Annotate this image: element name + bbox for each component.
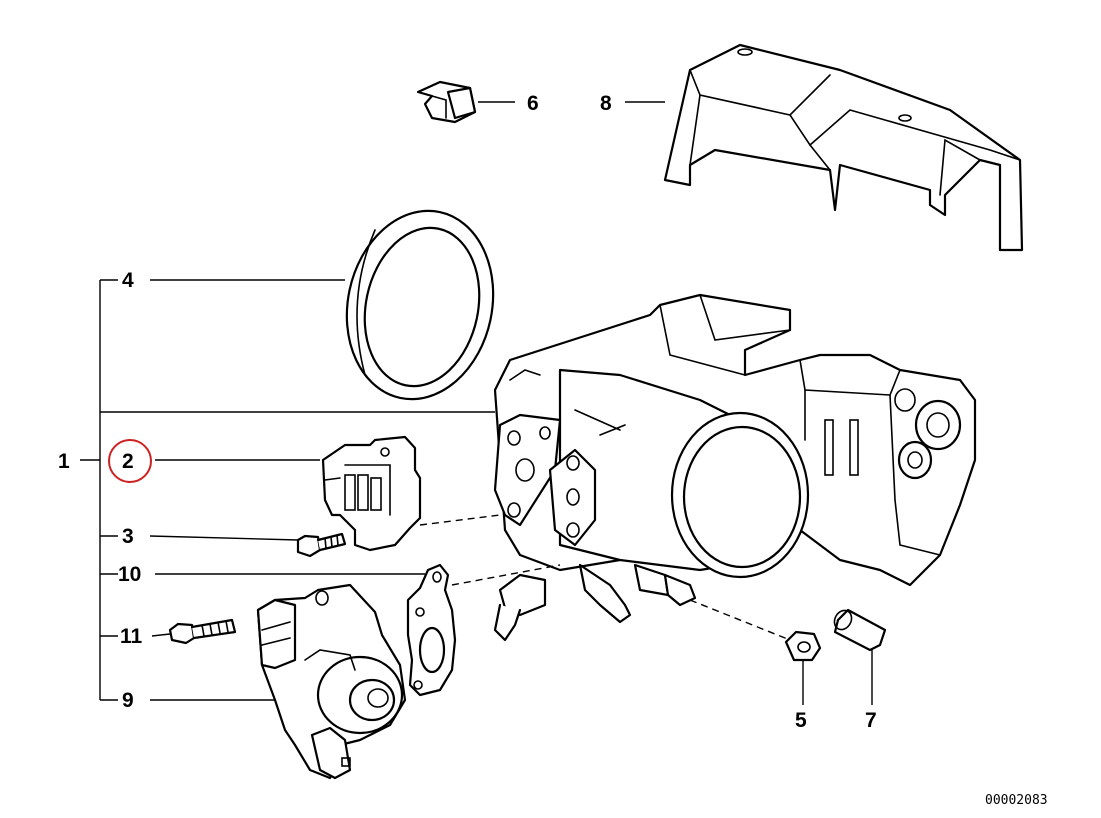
part-6-clip[interactable] [416, 80, 477, 124]
throttle-housing[interactable] [493, 293, 977, 642]
callout-5[interactable]: 5 [795, 709, 807, 732]
part-10-gasket[interactable] [406, 563, 457, 697]
callout-6[interactable]: 6 [527, 92, 539, 115]
callout-2[interactable]: 2 [122, 450, 134, 473]
callout-1[interactable]: 1 [58, 450, 70, 473]
part-3-bolt[interactable] [296, 532, 347, 558]
highlight-circle [108, 439, 152, 483]
part-9-valve[interactable] [256, 583, 407, 780]
callout-4[interactable]: 4 [122, 269, 134, 292]
callout-10[interactable]: 10 [118, 563, 141, 586]
part-11-screw[interactable] [168, 618, 237, 645]
part-2-sensor[interactable] [321, 435, 422, 552]
callout-3[interactable]: 3 [122, 525, 134, 548]
part-4-ring[interactable] [330, 197, 510, 413]
part-8-cover[interactable] [663, 43, 1024, 252]
leader-lines [80, 101, 873, 705]
callout-11[interactable]: 11 [120, 625, 143, 648]
callout-7[interactable]: 7 [865, 709, 877, 732]
callout-9[interactable]: 9 [122, 689, 134, 712]
callout-8[interactable]: 8 [600, 92, 612, 115]
reference-number: 00002083 [985, 793, 1048, 808]
callouts: 1 2 3 4 5 6 7 8 9 10 11 [58, 92, 877, 732]
part-7-pin[interactable] [831, 607, 887, 652]
part-5-nut[interactable] [784, 630, 822, 662]
